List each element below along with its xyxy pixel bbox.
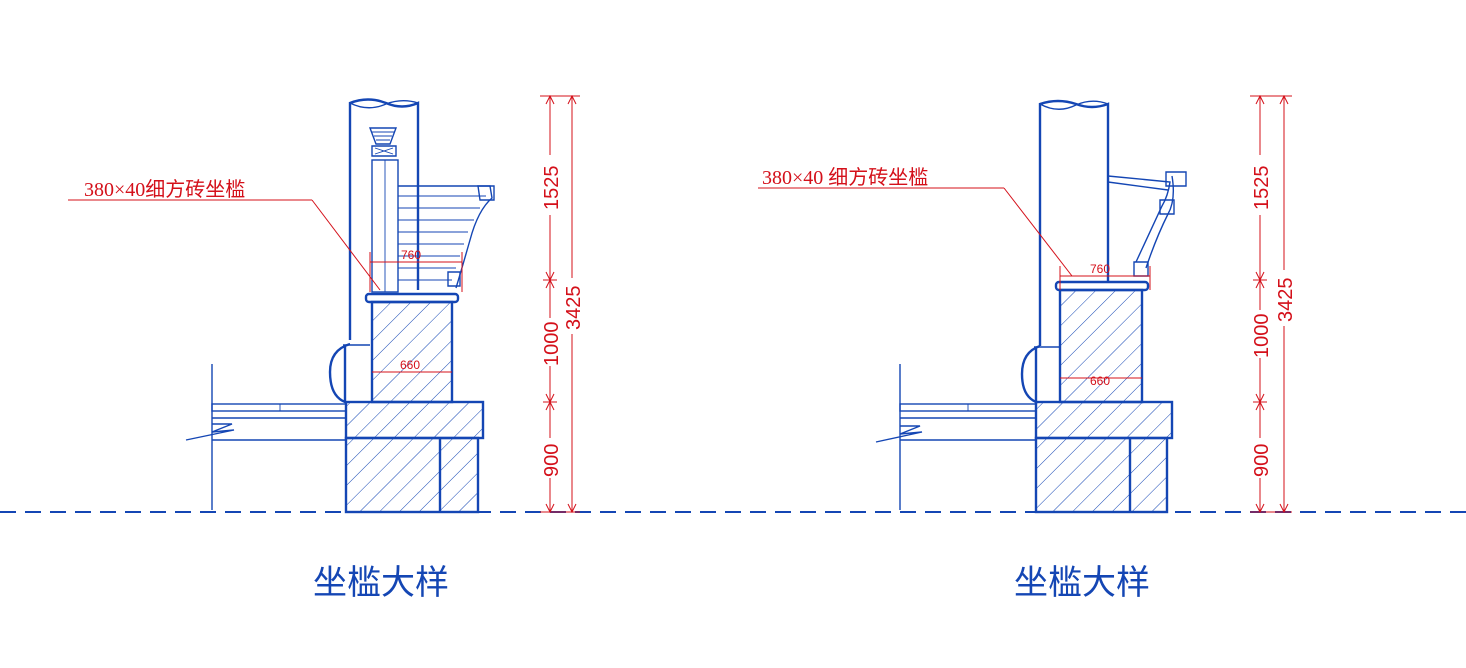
- left-foundation-block: [346, 438, 478, 512]
- left-column: [348, 98, 420, 340]
- left-caption: 坐槛大样: [313, 564, 449, 602]
- left-column-base: [328, 342, 351, 404]
- right-detail: 760 660 380×40 细方砖坐槛 1525 1000 900 3425 …: [758, 94, 1297, 602]
- right-dim-3425: 3425: [1275, 278, 1297, 323]
- right-foundation-beam: [1036, 402, 1172, 438]
- right-foundation-block: [1036, 438, 1167, 512]
- right-dim-760: 760: [1090, 262, 1110, 276]
- left-dim-1525: 1525: [541, 166, 563, 211]
- right-caption: 坐槛大样: [1014, 564, 1150, 602]
- left-dim-660: 660: [400, 358, 420, 372]
- left-foundation-beam: [346, 402, 483, 438]
- left-material-label: 380×40细方砖坐槛: [84, 178, 245, 201]
- right-material-label: 380×40 细方砖坐槛: [762, 166, 928, 189]
- right-column-base: [1020, 344, 1041, 404]
- left-sill-body: [372, 302, 452, 402]
- left-dim-760: 760: [401, 248, 421, 262]
- right-dim-900: 900: [1251, 444, 1273, 477]
- right-dim-1000: 1000: [1251, 314, 1273, 359]
- right-sill-cap: [1054, 280, 1150, 292]
- left-sill-cap: [364, 292, 460, 304]
- left-dim-1000: 1000: [541, 322, 563, 367]
- right-dim-660: 660: [1090, 374, 1110, 388]
- left-dim-3425: 3425: [563, 286, 585, 331]
- right-column: [1038, 99, 1110, 346]
- right-dim-1525: 1525: [1251, 166, 1273, 211]
- left-dim-900: 900: [541, 444, 563, 477]
- right-sill-body: [1060, 290, 1142, 402]
- left-detail: 760 660 380×40细方砖坐槛 1525 1000 900 3425 坐…: [68, 94, 585, 602]
